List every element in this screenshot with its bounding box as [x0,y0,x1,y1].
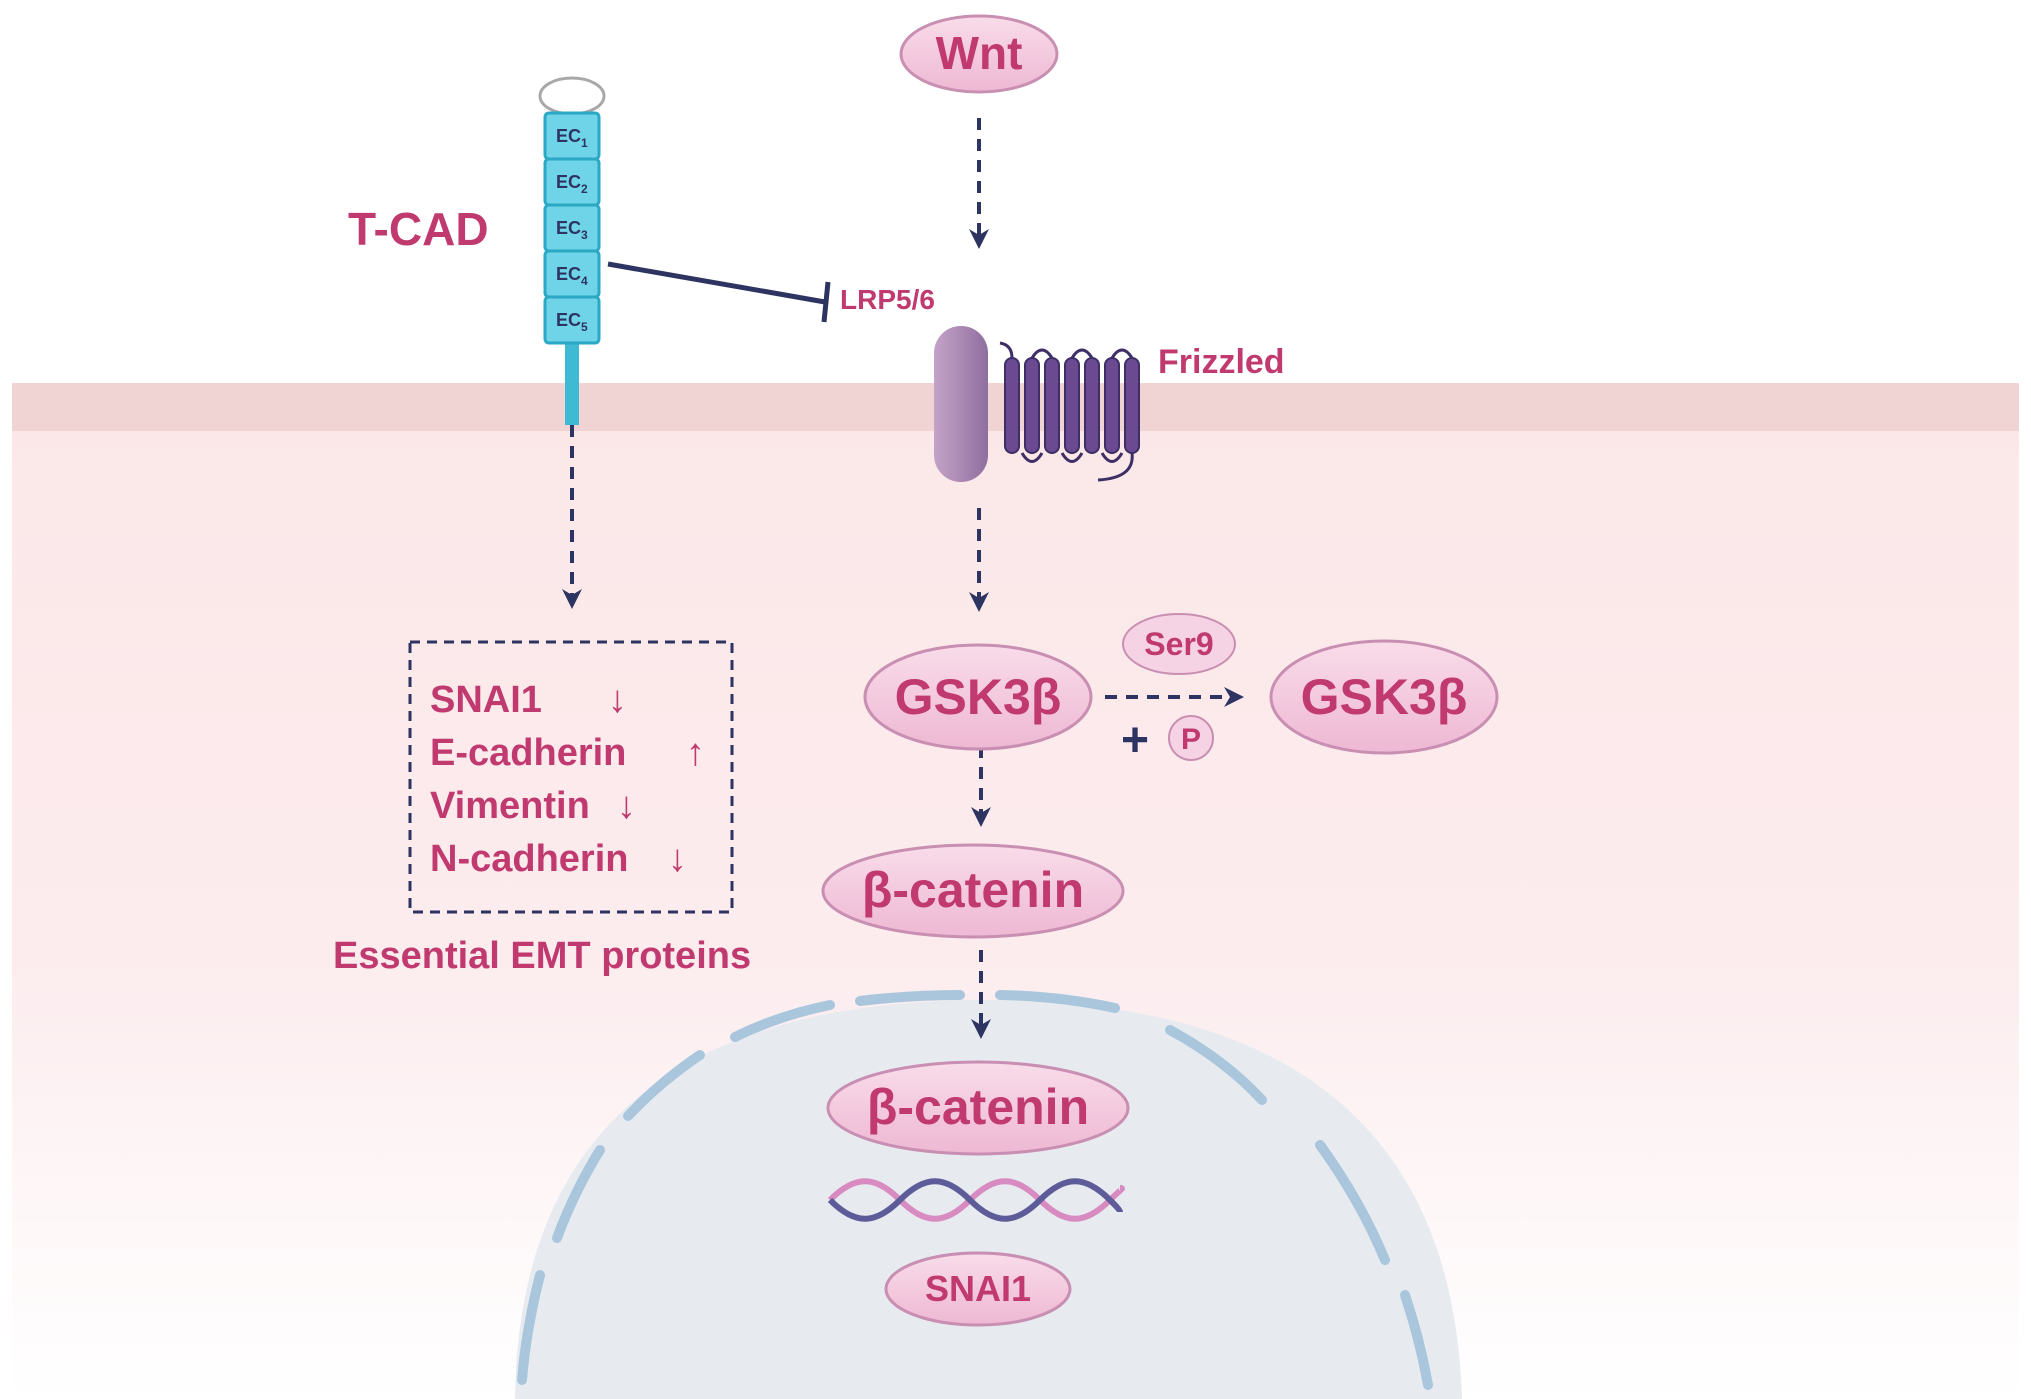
ser9-badge [1122,613,1236,675]
tcad-inhibition-line [607,261,831,323]
frizzled-label: Frizzled [1158,343,1285,381]
emt-box [408,640,734,914]
plus-sign: + [1121,714,1149,767]
emt-item-1-name: SNAI1 [430,679,542,721]
tcad-domain-ec5 [543,295,601,345]
tcad-domain-ec3-label: EC3 [556,218,588,242]
tcad-domain-ec2-label: EC2 [556,172,588,196]
emt-item-4-arrow: ↓ [668,838,687,880]
nucleus [515,1000,1462,1399]
phosphate-badge [1168,715,1214,761]
emt-item-1-arrow: ↓ [608,679,627,721]
phosphate-label: P [1181,723,1201,756]
emt-item-3-arrow: ↓ [617,785,636,827]
gsk3b-phosphorylated-node [1269,639,1499,755]
wnt-ligand [899,14,1059,94]
emt-item-4-name: N-cadherin [430,838,628,880]
tcad-domain-ec4-label: EC4 [556,264,588,288]
tcad-transmembrane [565,340,579,425]
tcad-domain-ec5-label: EC5 [556,310,588,334]
beta-catenin-nucleus-label: β-catenin [867,1079,1089,1135]
pathway-arrows [562,118,1244,1039]
beta-catenin-cytoplasm-node [821,843,1125,939]
nuclear-envelope [517,990,1433,1390]
snai1-gene-node [884,1251,1072,1327]
dna-helix [827,1178,1125,1222]
tcad-domain-ec1-label: EC1 [556,126,588,150]
beta-catenin-cytoplasm-label: β-catenin [862,862,1084,918]
lrp56-label: LRP5/6 [840,284,935,315]
tcad-title: T-CAD [348,203,489,255]
emt-item-2-name: E-cadherin [430,732,626,774]
emt-list: SNAI1 ↓ E-cadherin ↑ Vimentin ↓ N-cadher… [430,679,705,880]
gsk3b-node [863,643,1093,751]
ser9-label: Ser9 [1144,626,1213,662]
tcad-prodomain-loop [538,76,606,116]
beta-catenin-nucleus-node [826,1060,1130,1156]
wnt-label: Wnt [936,27,1023,79]
emt-item-3-name: Vimentin [430,785,590,827]
emt-caption: Essential EMT proteins [333,935,751,977]
gsk3b-label: GSK3β [895,669,1062,725]
emt-item-2-arrow: ↑ [686,732,705,774]
frizzled-receptor [999,341,1140,482]
lrp56-receptor [934,326,988,482]
gsk3b-phosphorylated-label: GSK3β [1301,669,1468,725]
snai1-gene-label: SNAI1 [925,1268,1031,1309]
